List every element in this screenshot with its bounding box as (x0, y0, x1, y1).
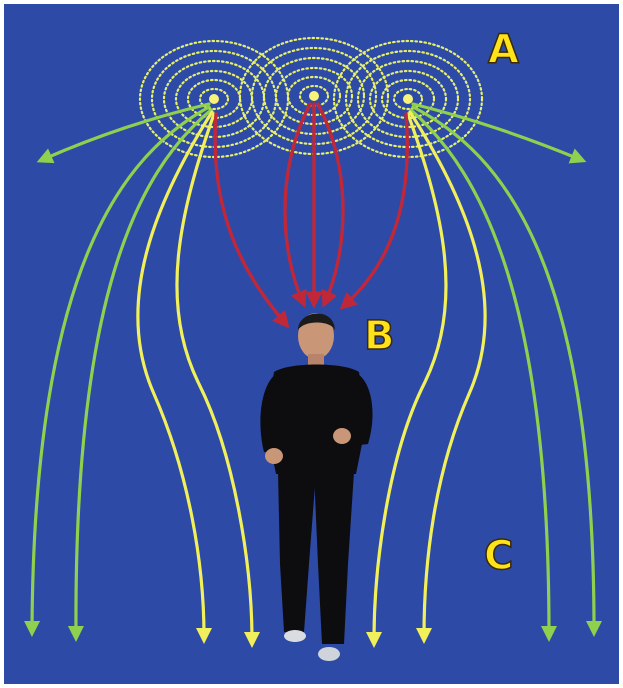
label-c: C (484, 536, 513, 576)
green-line-4 (413, 104, 579, 159)
person-figure (260, 313, 372, 661)
label-b: B (364, 316, 395, 356)
label-a: A (488, 30, 519, 70)
person-hand-left (265, 448, 283, 464)
green-line-1 (44, 104, 209, 159)
yellow-line-2 (177, 114, 252, 640)
diagram-frame: A B C (4, 4, 619, 684)
person-shoe-left (284, 630, 306, 642)
emitter-center (309, 91, 319, 101)
red-arrows (215, 104, 407, 322)
person-neck (308, 354, 324, 366)
emitter-left (209, 94, 219, 104)
person-leg-right (314, 472, 354, 644)
person-shoe-right (318, 647, 340, 661)
yellow-line-1 (138, 112, 212, 636)
field-diagram (4, 4, 619, 684)
green-line-2 (32, 107, 209, 629)
emitter-right (403, 94, 413, 104)
person-hand-right (333, 428, 351, 444)
person-leg-left (278, 472, 316, 632)
red-arrow-5 (346, 114, 407, 304)
red-arrow-4 (318, 104, 343, 300)
yellow-line-4 (374, 114, 446, 640)
